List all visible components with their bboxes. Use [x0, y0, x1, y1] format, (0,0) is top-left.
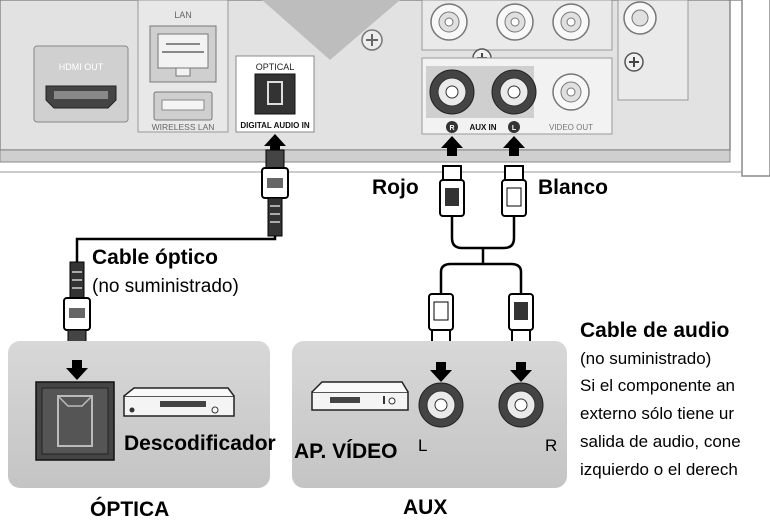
optical-cable: [63, 134, 289, 362]
label-cable-audio: Cable de audio: [580, 319, 730, 342]
optical-port: OPTICAL DIGITAL AUDIO IN: [235, 55, 315, 133]
note-line-2: externo sólo tiene ur: [580, 404, 735, 423]
rca-cable: [428, 136, 534, 345]
aux-source-box: [292, 341, 567, 488]
note-line-3: salida de audio, cone: [580, 432, 741, 451]
note-line-1: Si el componente an: [580, 376, 735, 395]
label-blanco: Blanco: [538, 176, 609, 199]
video-out-port: VIDEO OUT: [549, 73, 593, 132]
optical-source-box: [8, 341, 270, 488]
label-aux: AUX: [403, 496, 448, 519]
lan-ports: LAN WIRELESS LAN: [137, 0, 229, 133]
label-ap-video: AP. VÍDEO: [294, 440, 398, 463]
label-jack-r: R: [545, 436, 558, 455]
hdmi-out-port: HDMI OUT: [33, 45, 129, 123]
label-descodificador: Descodificador: [124, 432, 276, 455]
digital-audio-in-label: DIGITAL AUDIO IN: [240, 121, 309, 130]
label-cable-optico: Cable óptico: [92, 246, 219, 269]
aux-in-port: R L AUX IN: [421, 57, 613, 135]
aux-r-mark: R: [449, 125, 454, 132]
aux-l-mark: L: [512, 125, 517, 132]
lan-label: LAN: [174, 10, 192, 20]
aux-in-label: AUX IN: [469, 123, 496, 132]
speaker-terminal: [617, 0, 689, 101]
label-rojo: Rojo: [372, 176, 419, 199]
top-jacks: [421, 0, 613, 68]
optical-label: OPTICAL: [256, 62, 295, 72]
label-jack-l: L: [418, 436, 428, 455]
fan-grille: [262, 0, 400, 60]
label-no-suministrado-audio: (no suministrado): [580, 349, 712, 368]
hdmi-out-label: HDMI OUT: [59, 62, 104, 72]
wireless-lan-label: WIRELESS LAN: [152, 122, 215, 132]
label-optica: ÓPTICA: [90, 498, 170, 521]
video-out-label: VIDEO OUT: [549, 123, 593, 132]
label-no-suministrado-optico: (no suministrado): [92, 276, 239, 297]
note-line-4: izquierdo o el derech: [580, 460, 738, 479]
